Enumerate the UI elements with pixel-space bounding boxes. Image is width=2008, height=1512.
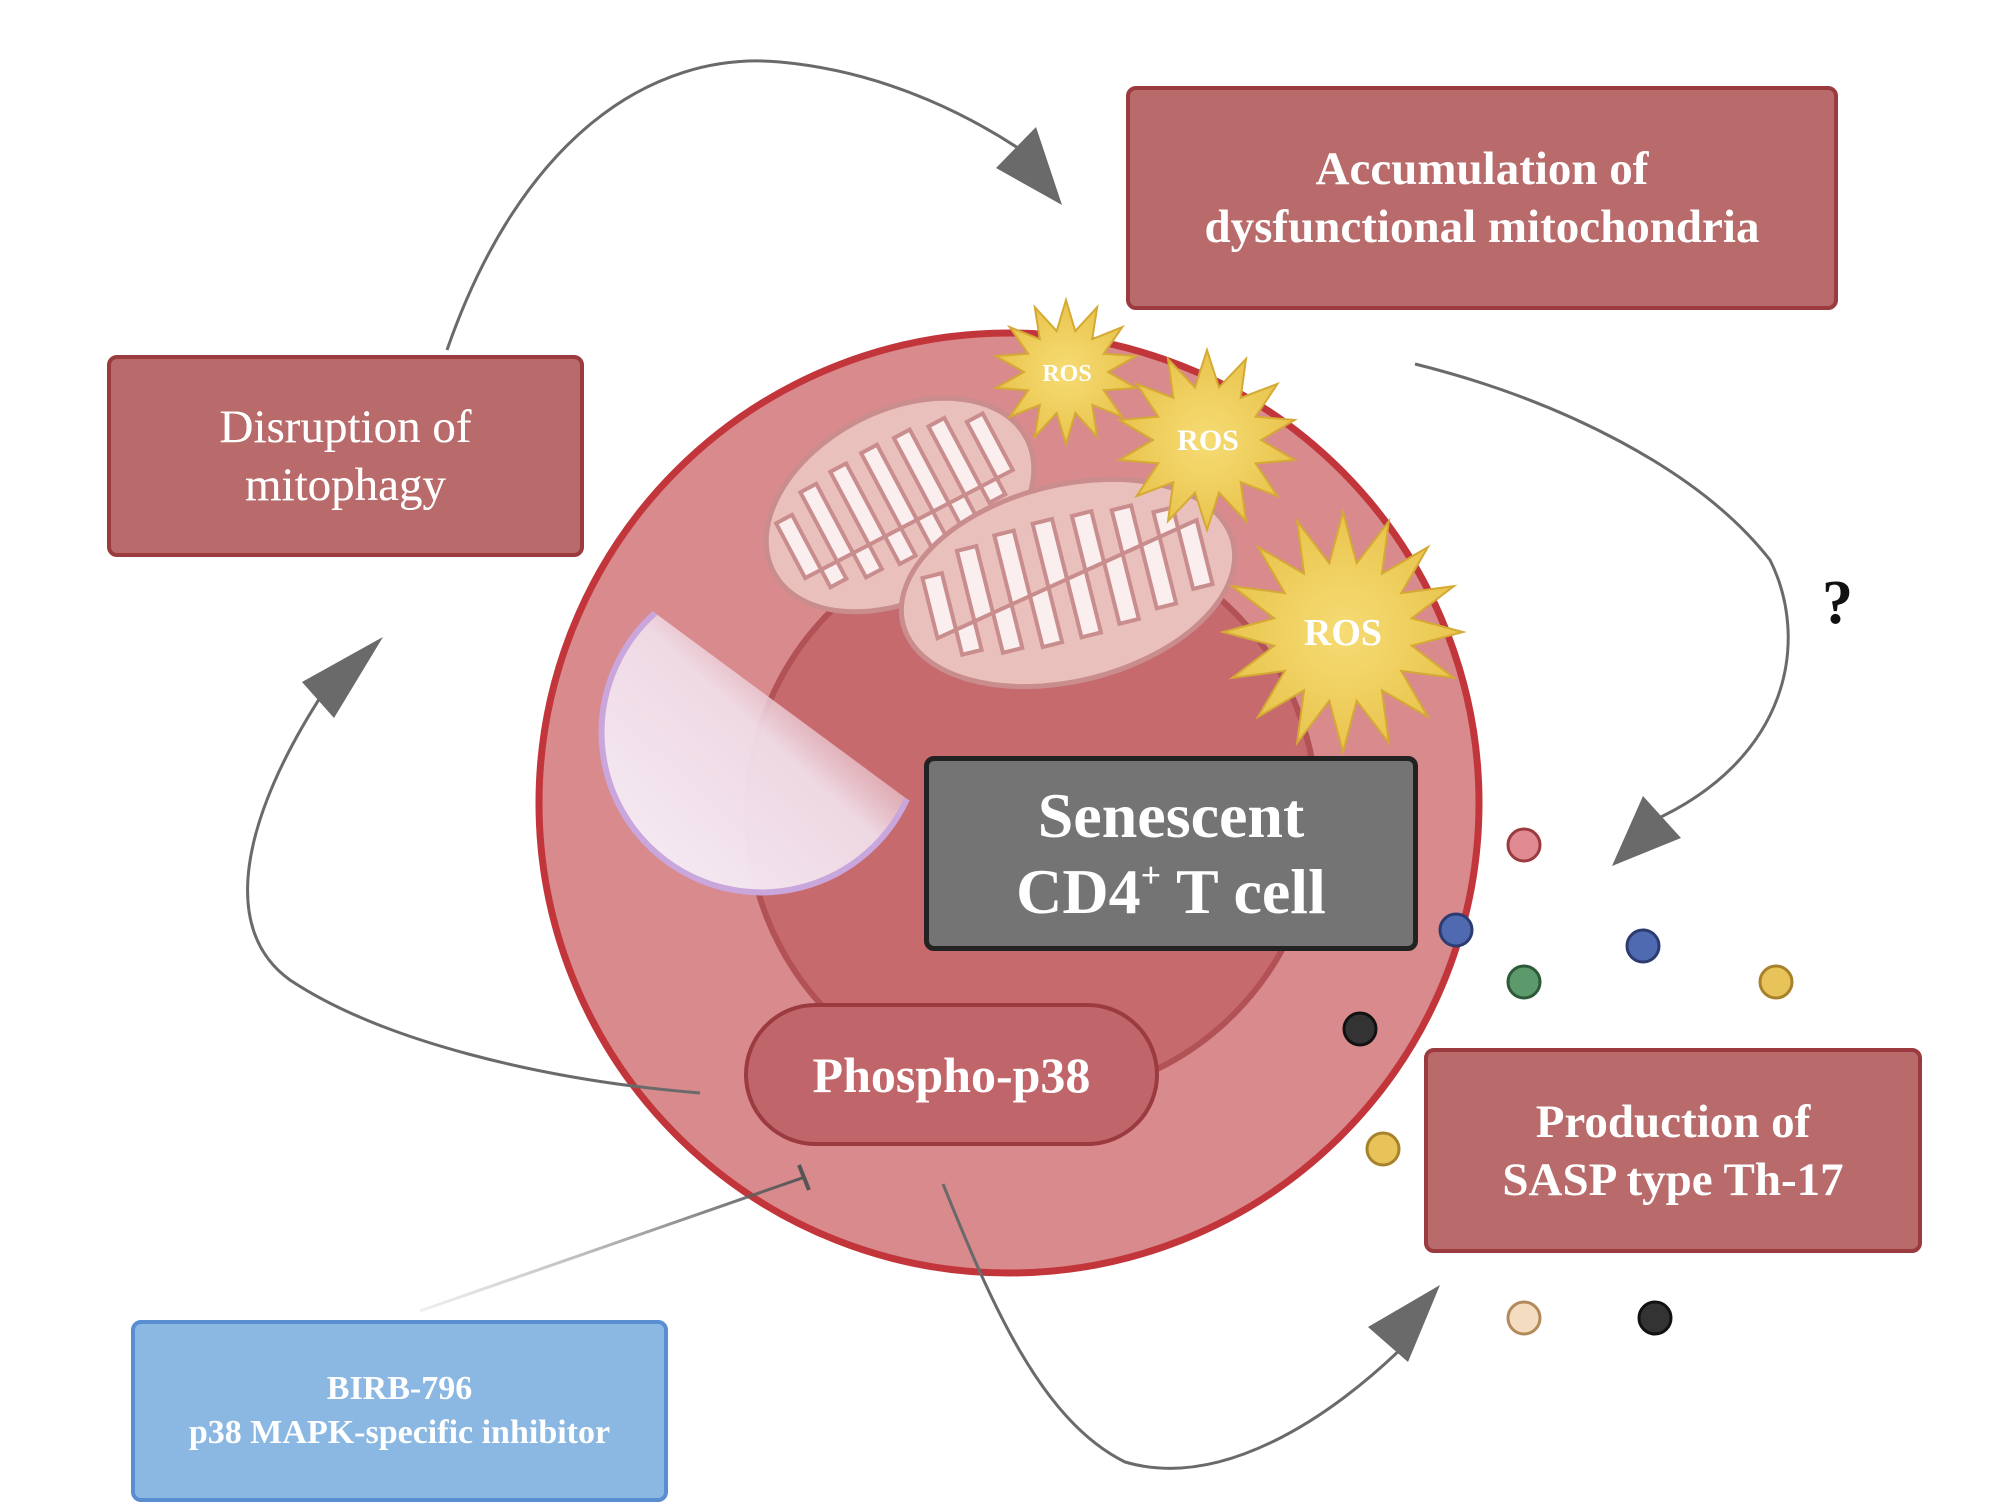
senescent-tcell: T cell	[1161, 855, 1326, 927]
vesicle-arc	[598, 610, 910, 896]
phospho-p38-label: Phospho-p38	[812, 1046, 1091, 1103]
cytokine-dot	[1365, 1131, 1401, 1167]
sasp-box: Production of SASP type Th-17	[1424, 1048, 1922, 1253]
cytokine-dot	[1637, 1300, 1673, 1336]
arrow-phospho-to-disruption	[246, 637, 701, 1095]
senescent-line2: CD4+ T cell	[1016, 854, 1326, 930]
cytokine-dot	[1506, 827, 1542, 863]
inhibitor-line2: p38 MAPK-specific inhibitor	[188, 1414, 611, 1451]
accumulation-box: Accumulation of dysfunctional mitochondr…	[1126, 86, 1838, 310]
disruption-line2: mitophagy	[244, 459, 447, 511]
senescent-cd4: CD4	[1016, 855, 1141, 927]
ros-label-medium: ROS	[1177, 424, 1239, 457]
inhibitor-line1: BIRB-796	[326, 1370, 473, 1407]
senescent-superscript: +	[1140, 854, 1162, 895]
sasp-line1: Production of	[1535, 1095, 1811, 1148]
inhibition-line	[419, 1164, 811, 1313]
arrow-phospho-to-sasp	[941, 1183, 1440, 1470]
cytokine-dot	[1438, 912, 1474, 948]
cytokine-dot	[1758, 964, 1794, 1000]
cytokine-dot	[1506, 964, 1542, 1000]
cytokine-dot	[1342, 1011, 1378, 1047]
inhibitor-box: BIRB-796 p38 MAPK-specific inhibitor	[131, 1320, 668, 1502]
phospho-p38-box: Phospho-p38	[744, 1003, 1159, 1146]
arrow-accumulation-to-sasp	[1414, 362, 1790, 866]
accumulation-line1: Accumulation of	[1315, 143, 1649, 195]
ros-star-medium: ROS	[1116, 346, 1298, 534]
ros-label-small: ROS	[1042, 361, 1091, 387]
disruption-box: Disruption of mitophagy	[107, 355, 584, 557]
cytokine-dots	[1342, 827, 1794, 1336]
senescent-line1: Senescent	[1037, 779, 1305, 851]
sasp-line2: SASP type Th-17	[1502, 1153, 1844, 1206]
mitochondrion-lower	[898, 476, 1238, 690]
arrow-disruption-to-accumulation	[445, 59, 1062, 351]
question-mark: ?	[1822, 569, 1853, 637]
accumulation-line2: dysfunctional mitochondria	[1204, 201, 1760, 253]
ros-star-large: ROS	[1219, 508, 1467, 756]
ros-label-large: ROS	[1304, 612, 1382, 654]
ros-star-small: ROS	[992, 296, 1140, 448]
disruption-line1: Disruption of	[219, 401, 472, 453]
cytokine-dot	[1506, 1300, 1542, 1336]
cytokine-dot	[1625, 928, 1661, 964]
senescent-cell-label: Senescent CD4+ T cell	[924, 756, 1418, 951]
